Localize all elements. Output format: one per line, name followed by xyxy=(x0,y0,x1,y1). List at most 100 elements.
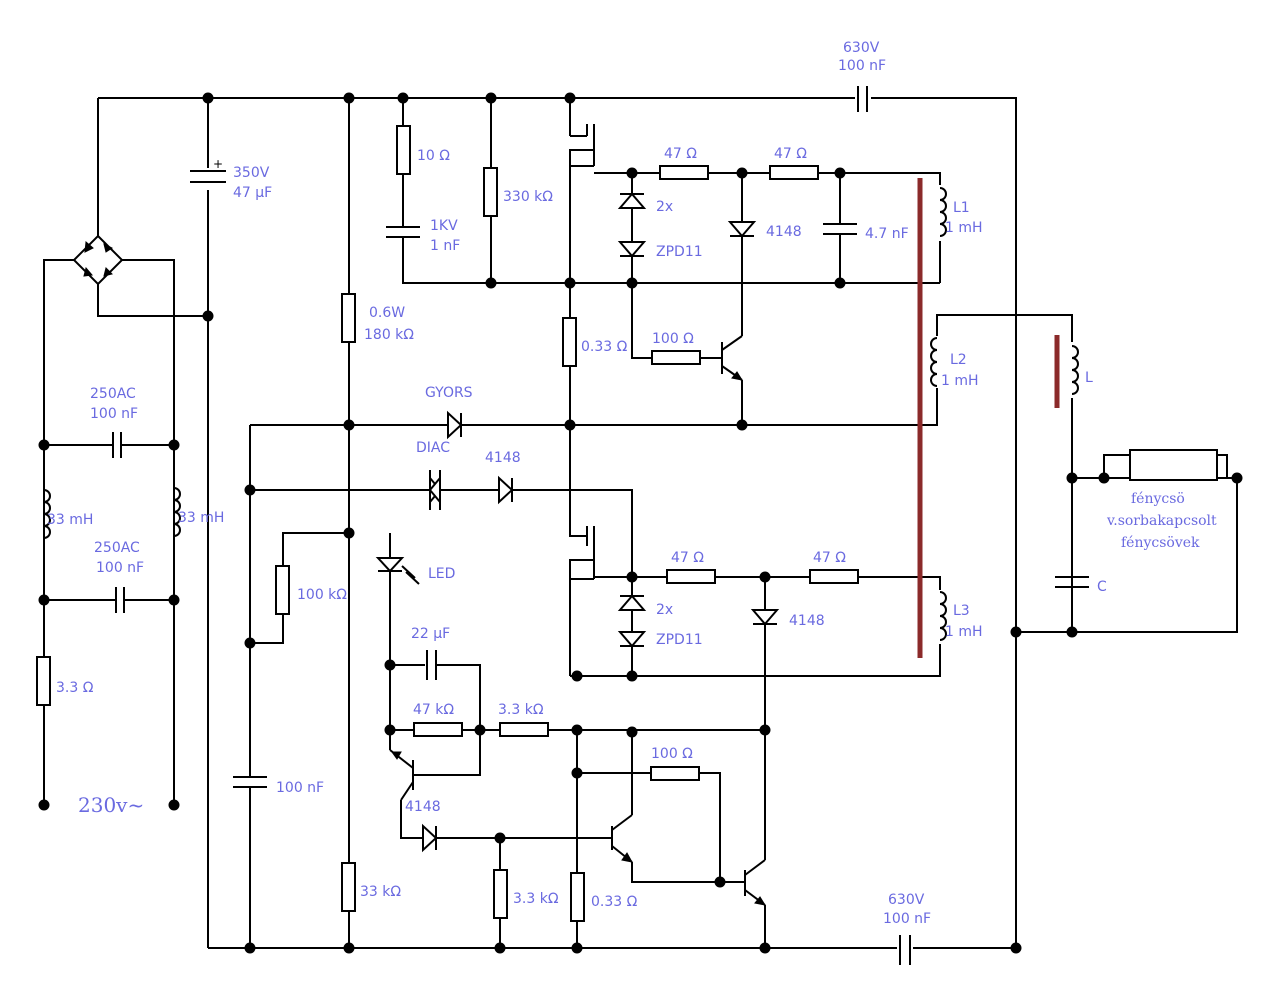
label-zener-lower-count: 2x xyxy=(656,602,673,618)
junctions xyxy=(38,92,1243,954)
label-gyors: GYORS xyxy=(425,385,473,401)
label-r-47k: 47 kΩ xyxy=(413,702,454,718)
label-c-top-voltage: 630V xyxy=(843,40,880,56)
label-elko-voltage: 350V xyxy=(233,165,270,181)
zener-diodes-lower xyxy=(617,594,647,648)
label-c-1kv-voltage: 1KV xyxy=(430,218,458,234)
electrolytic-capacitor: + xyxy=(190,157,226,183)
label-c-250ac-bottom-voltage: 250AC xyxy=(94,540,140,556)
label-elko-capacitance: 47 µF xyxy=(233,185,272,201)
inductor-l1 xyxy=(933,185,947,241)
label-r-330k: 330 kΩ xyxy=(503,189,553,205)
label-r-3k3-a: 3.3 kΩ xyxy=(498,702,544,718)
label-c-bottom-voltage: 630V xyxy=(888,892,925,908)
resistor-3k3-a xyxy=(499,722,549,737)
label-lamp-line1: fénycsö xyxy=(1131,491,1185,507)
wires xyxy=(43,97,1238,949)
transistor-low-left xyxy=(389,749,414,801)
label-c-top-capacitance: 100 nF xyxy=(838,58,886,74)
capacitor-1nf xyxy=(386,226,420,238)
resistor-3r3 xyxy=(36,656,51,706)
resistor-47-upper-2 xyxy=(769,165,819,180)
label-l3-value: 1 mH xyxy=(945,624,983,640)
resistor-47-upper-1 xyxy=(659,165,709,180)
resistor-47-lower-2 xyxy=(809,569,859,584)
diac xyxy=(428,470,442,510)
label-c-22uf: 22 µF xyxy=(411,626,450,642)
label-l-33mh-left: 33 mH xyxy=(47,512,93,528)
resistor-330k xyxy=(483,167,498,217)
label-c-250ac-top-capacitance: 100 nF xyxy=(90,406,138,422)
resistor-100k xyxy=(275,565,290,615)
label-diode-4148-lower: 4148 xyxy=(789,613,825,629)
capacitor-22uf xyxy=(426,650,437,680)
label-r-033-lower: 0.33 Ω xyxy=(591,894,638,910)
label-zener-upper-type: ZPD11 xyxy=(656,244,703,260)
label-r-power: 0.6W xyxy=(369,305,405,321)
inductor-l2 xyxy=(930,336,944,388)
label-l-33mh-right: 33 mH xyxy=(178,510,224,526)
label-r-47-upper-2: 47 Ω xyxy=(774,146,807,162)
resistor-180k xyxy=(341,293,356,343)
label-l1-name: L1 xyxy=(953,200,970,216)
bridge-rectifier xyxy=(72,234,124,286)
label-r-100-lower: 100 Ω xyxy=(651,746,693,762)
label-lamp-line2: v.sorbakapcsolt xyxy=(1106,513,1217,529)
labels: 630V 100 nF 630V 100 nF 350V 47 µF 10 Ω … xyxy=(47,40,1217,927)
resistor-47k xyxy=(413,722,463,737)
resistor-100-lower xyxy=(650,766,700,781)
label-r-47-upper-1: 47 Ω xyxy=(664,146,697,162)
resistor-47-lower-1 xyxy=(666,569,716,584)
label-r-100-upper: 100 Ω xyxy=(652,331,694,347)
inductor-33mh-left xyxy=(43,489,51,539)
resistor-033-lower xyxy=(570,872,585,922)
svg-text:+: + xyxy=(213,157,223,171)
label-diode-4148-low: 4148 xyxy=(405,799,441,815)
label-r-033-upper: 0.33 Ω xyxy=(581,339,628,355)
label-r-100k: 100 kΩ xyxy=(297,587,347,603)
label-l2-name: L2 xyxy=(950,352,967,368)
diode-4148-lower xyxy=(750,609,780,626)
label-r-10: 10 Ω xyxy=(417,148,450,164)
label-c-1kv-capacitance: 1 nF xyxy=(430,238,460,254)
capacitor-100nf-left xyxy=(233,776,267,788)
label-r-47-lower-2: 47 Ω xyxy=(813,550,846,566)
zener-diodes-upper xyxy=(617,192,647,258)
resistor-3k3-b xyxy=(493,869,508,919)
label-r-3r3: 3.3 Ω xyxy=(56,680,94,696)
label-diode-4148-mid: 4148 xyxy=(485,450,521,466)
label-inductor-l: L xyxy=(1085,370,1093,386)
led xyxy=(375,557,420,585)
resistor-033-upper xyxy=(562,317,577,367)
capacitor-250ac-top xyxy=(112,432,122,458)
transistor-low-mid xyxy=(611,814,633,863)
label-c-bottom-capacitance: 100 nF xyxy=(883,911,931,927)
label-l1-value: 1 mH xyxy=(945,220,983,236)
transistor-upper xyxy=(700,335,744,381)
resistor-100-upper xyxy=(651,350,701,365)
label-capacitor-c: C xyxy=(1097,579,1107,595)
capacitor-250ac-bottom xyxy=(115,587,125,613)
capacitor-4n7 xyxy=(823,223,857,235)
inductor-l3 xyxy=(933,590,947,644)
diode-4148-mid xyxy=(498,475,514,505)
diode-gyors xyxy=(447,410,463,440)
label-r-3k3-b: 3.3 kΩ xyxy=(513,891,559,907)
label-r-33k: 33 kΩ xyxy=(360,884,401,900)
label-lamp-line3: fénycsövek xyxy=(1121,535,1200,551)
capacitor-630v-top xyxy=(857,86,868,112)
label-zener-lower-type: ZPD11 xyxy=(656,632,703,648)
resistor-10 xyxy=(396,125,411,175)
label-r-180k: 180 kΩ xyxy=(364,327,414,343)
label-diac: DIAC xyxy=(416,440,450,456)
fluorescent-lamp xyxy=(1129,449,1218,481)
transistor-low-right xyxy=(720,859,767,906)
label-led: LED xyxy=(428,566,455,582)
diode-4148-low xyxy=(422,823,438,853)
label-r-47-lower-1: 47 Ω xyxy=(671,550,704,566)
capacitor-630v-bottom xyxy=(899,935,911,965)
label-c-250ac-bottom-capacitance: 100 nF xyxy=(96,560,144,576)
label-mains: 230v~ xyxy=(78,793,144,817)
